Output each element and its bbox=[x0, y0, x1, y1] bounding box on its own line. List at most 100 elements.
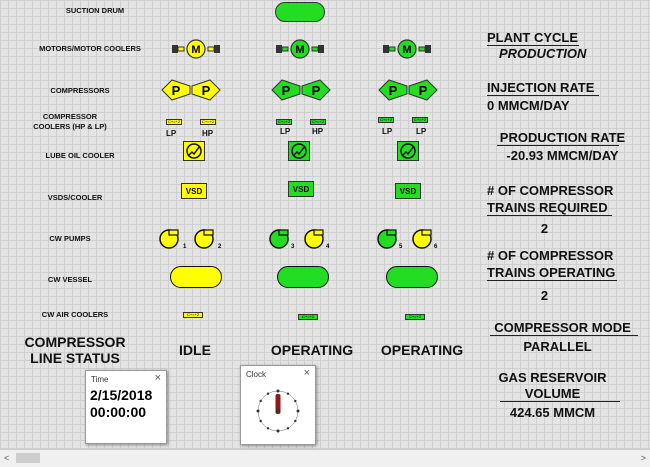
svg-text:M: M bbox=[191, 44, 200, 56]
cw-pump-5-icon[interactable]: 5 bbox=[376, 227, 406, 251]
trains-required-label-2: TRAINS REQUIRED bbox=[487, 200, 608, 215]
vsd-box[interactable]: VSD bbox=[181, 183, 207, 199]
cooler-lp-tag[interactable]: C+=+2 bbox=[378, 117, 394, 123]
trains-operating-label-1: # OF COMPRESSOR bbox=[487, 248, 614, 263]
label-motors: MOTORS/MOTOR COOLERS bbox=[39, 44, 141, 53]
vsd-box[interactable]: VSD bbox=[395, 183, 421, 199]
train-1-status: IDLE bbox=[179, 342, 211, 358]
plant-schematic: SUCTION DRUM MOTORS/MOTOR COOLERS COMPRE… bbox=[0, 0, 650, 449]
reservoir-label-2: VOLUME bbox=[524, 386, 581, 401]
svg-text:4: 4 bbox=[326, 244, 330, 250]
production-rate-value: -20.93 MMCM/DAY bbox=[506, 148, 619, 163]
label-cw-vessel: CW VESSEL bbox=[47, 275, 93, 284]
cooler-lp-tag[interactable]: C+=+2 bbox=[276, 119, 292, 125]
trains-operating-label-2: TRAINS OPERATING bbox=[487, 265, 616, 280]
clock-face-icon bbox=[256, 389, 300, 433]
svg-text:P: P bbox=[202, 83, 211, 98]
reservoir-label-1: GAS RESERVOIR bbox=[498, 370, 607, 385]
train-3-status: OPERATING bbox=[380, 342, 464, 358]
suction-drum-vessel[interactable] bbox=[275, 2, 325, 22]
svg-text:P: P bbox=[282, 83, 291, 98]
time-date: 2/15/2018 bbox=[90, 387, 153, 403]
label-line-status-1: COMPRESSOR bbox=[24, 334, 126, 350]
time-window-title: Time bbox=[91, 375, 109, 384]
compressor-mode-value: PARALLEL bbox=[523, 339, 592, 354]
lube-oil-cooler-icon[interactable] bbox=[397, 141, 419, 161]
svg-text:P: P bbox=[389, 83, 398, 98]
cw-pump-1-icon[interactable]: 1 bbox=[158, 227, 188, 251]
cooler-lp-tag[interactable]: C+=+2 bbox=[166, 119, 182, 125]
lube-oil-cooler-icon[interactable] bbox=[288, 141, 310, 161]
cooler-hp-tag[interactable]: C+=+2 bbox=[310, 119, 326, 125]
scroll-right-icon[interactable]: > bbox=[640, 453, 646, 463]
svg-text:5: 5 bbox=[399, 244, 403, 250]
cw-air-cooler-tag[interactable]: C+=+2 bbox=[183, 312, 203, 318]
divider bbox=[487, 215, 612, 216]
svg-text:P: P bbox=[419, 83, 428, 98]
svg-text:P: P bbox=[312, 83, 321, 98]
label-comp-coolers-1: COMPRESSOR bbox=[42, 112, 98, 121]
cw-vessel[interactable] bbox=[386, 266, 438, 288]
svg-text:1: 1 bbox=[183, 244, 187, 250]
cw-vessel[interactable] bbox=[277, 266, 329, 288]
plant-cycle-label: PLANT CYCLE bbox=[487, 30, 578, 45]
motor-icon[interactable]: M bbox=[381, 38, 433, 60]
divider bbox=[487, 280, 617, 281]
cooler-hp-tag[interactable]: C+=+2 bbox=[200, 119, 216, 125]
label-suction-drum: SUCTION DRUM bbox=[65, 6, 125, 15]
cw-pump-4-icon[interactable]: 4 bbox=[303, 227, 333, 251]
train-2-status: OPERATING bbox=[270, 342, 354, 358]
compressor-icon[interactable]: P P bbox=[270, 78, 332, 102]
svg-text:M: M bbox=[295, 44, 304, 56]
horizontal-scrollbar[interactable]: < > bbox=[0, 449, 650, 467]
injection-rate-value: 0 MMCM/DAY bbox=[487, 98, 570, 113]
trains-operating-value: 2 bbox=[540, 288, 549, 303]
close-icon[interactable]: × bbox=[303, 367, 310, 379]
cw-vessel[interactable] bbox=[170, 266, 222, 288]
svg-text:3: 3 bbox=[291, 244, 295, 250]
cooler-lp-label: LP bbox=[280, 127, 291, 136]
cw-pump-2-icon[interactable]: 2 bbox=[193, 227, 223, 251]
cooler-lp-label: LP bbox=[166, 129, 177, 138]
cooler-lp-label: LP bbox=[416, 127, 427, 136]
cooler-lp-tag[interactable]: C+=+2 bbox=[412, 117, 428, 123]
divider bbox=[487, 45, 579, 46]
time-window[interactable]: Time × 2/15/2018 00:00:00 bbox=[85, 370, 167, 444]
label-lube-oil: LUBE OIL COOLER bbox=[45, 151, 115, 160]
vsd-box[interactable]: VSD bbox=[288, 181, 314, 197]
cw-air-cooler-tag[interactable]: C+=+2 bbox=[405, 314, 425, 320]
label-compressors: COMPRESSORS bbox=[50, 86, 110, 95]
svg-text:P: P bbox=[172, 83, 181, 98]
trains-required-value: 2 bbox=[540, 221, 549, 236]
injection-rate-label: INJECTION RATE bbox=[487, 80, 595, 95]
label-cw-pumps: CW PUMPS bbox=[49, 234, 91, 243]
divider bbox=[500, 401, 620, 402]
cooler-lp-label: LP bbox=[382, 127, 393, 136]
compressor-icon[interactable]: P P bbox=[377, 78, 439, 102]
scroll-left-icon[interactable]: < bbox=[4, 453, 10, 463]
cw-pump-6-icon[interactable]: 6 bbox=[411, 227, 441, 251]
cooler-hp-label: HP bbox=[202, 129, 214, 138]
divider bbox=[497, 145, 619, 146]
scrollbar-thumb[interactable] bbox=[16, 453, 40, 463]
close-icon[interactable]: × bbox=[154, 372, 161, 384]
cw-air-cooler-tag[interactable]: C+=+2 bbox=[298, 314, 318, 320]
label-vsds: VSDS/COOLER bbox=[47, 193, 103, 202]
divider bbox=[490, 335, 638, 336]
compressor-mode-label: COMPRESSOR MODE bbox=[494, 320, 631, 335]
svg-text:6: 6 bbox=[434, 244, 438, 250]
divider bbox=[487, 95, 599, 96]
label-line-status-2: LINE STATUS bbox=[30, 350, 120, 366]
clock-window[interactable]: Clock × bbox=[240, 365, 316, 445]
lube-oil-cooler-icon[interactable] bbox=[183, 141, 205, 161]
clock-window-title: Clock bbox=[246, 370, 267, 379]
motor-icon[interactable]: M bbox=[274, 38, 326, 60]
svg-text:2: 2 bbox=[218, 244, 222, 250]
trains-required-label-1: # OF COMPRESSOR bbox=[487, 183, 614, 198]
time-value: 00:00:00 bbox=[90, 404, 147, 420]
compressor-icon[interactable]: P P bbox=[160, 78, 222, 102]
plant-cycle-value: PRODUCTION bbox=[499, 46, 587, 61]
cw-pump-3-icon[interactable]: 3 bbox=[268, 227, 298, 251]
motor-icon[interactable]: M bbox=[170, 38, 222, 60]
cooler-hp-label: HP bbox=[312, 127, 324, 136]
